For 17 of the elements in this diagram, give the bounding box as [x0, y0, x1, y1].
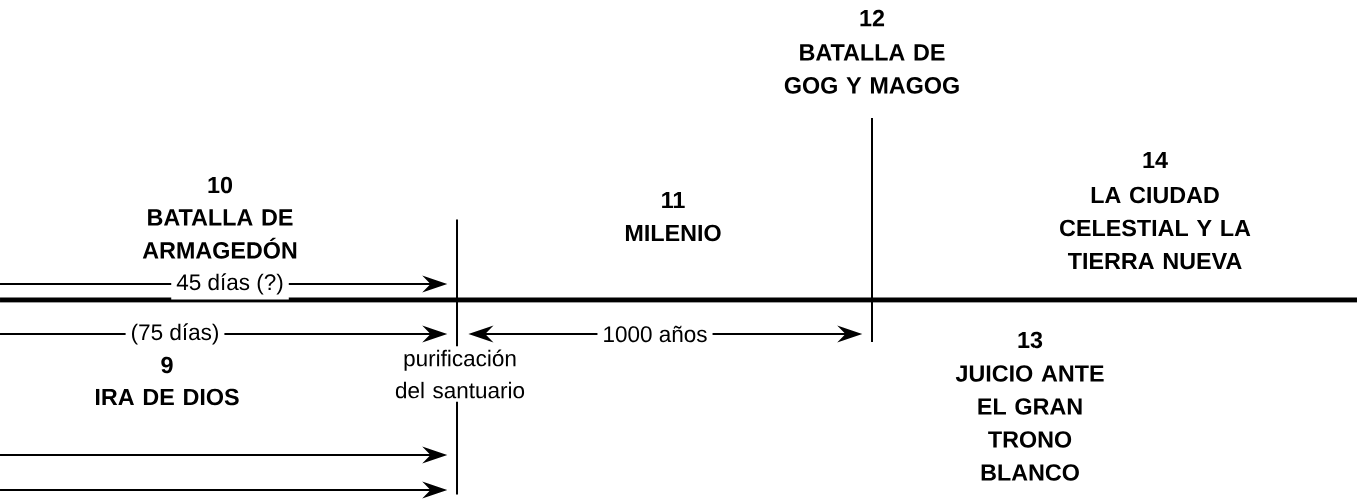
number-label: 12 [860, 9, 885, 27]
edge-label: 1000 años [597, 320, 713, 348]
event-title: MILENIO [625, 224, 721, 242]
event-title: BATALLA DE ARMAGEDÓN [142, 209, 297, 259]
number-label: 10 [208, 176, 233, 194]
number-label: 9 [161, 356, 173, 374]
event-title: JUICIO ANTE EL GRAN TRONO BLANCO [955, 365, 1104, 481]
number-label: 13 [1018, 331, 1043, 349]
event-title: IRA DE DIOS [96, 388, 239, 406]
edge-label: 45 días (?) [171, 268, 289, 300]
number-label: 14 [1143, 151, 1168, 168]
number-label: 11 [662, 191, 685, 208]
divider-line [871, 118, 873, 342]
event-title: LA CIUDAD CELESTIAL Y LA TIERRA NUEVA [1060, 186, 1251, 270]
event-title: BATALLA DE GOG Y MAGOG [784, 44, 959, 94]
edge-label: (75 días) [125, 318, 225, 350]
text-label: purificación del santuario [380, 346, 540, 402]
